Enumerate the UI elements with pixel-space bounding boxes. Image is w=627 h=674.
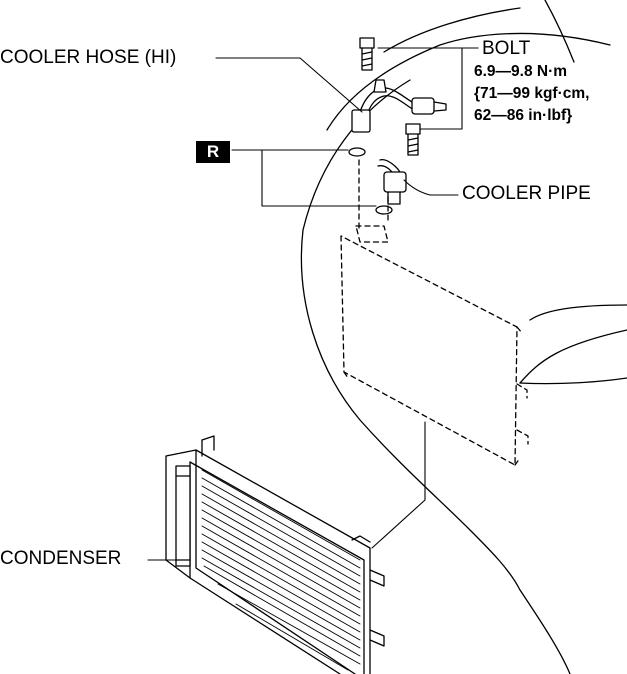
cooler-pipe-label: COOLER PIPE [462,183,591,204]
condenser-label: CONDENSER [0,548,122,569]
bolt-lower [405,123,421,156]
bolt-label: BOLT [482,38,531,59]
cooler-hose [351,79,447,133]
replace-badge: R [196,141,230,163]
leader-lines [147,47,479,561]
cooler-hose-label: COOLER HOSE (HI) [0,47,177,68]
condenser-unit [165,435,385,674]
torque-spec-line1: 6.9—9.8 N·m [474,63,568,80]
bolt-upper [359,37,375,71]
torque-spec-line2: {71—99 kgf·cm, [474,85,590,102]
cooler-pipe [377,159,407,205]
o-rings [348,147,393,215]
torque-spec-line3: 62—86 in·lbf} [474,107,573,124]
